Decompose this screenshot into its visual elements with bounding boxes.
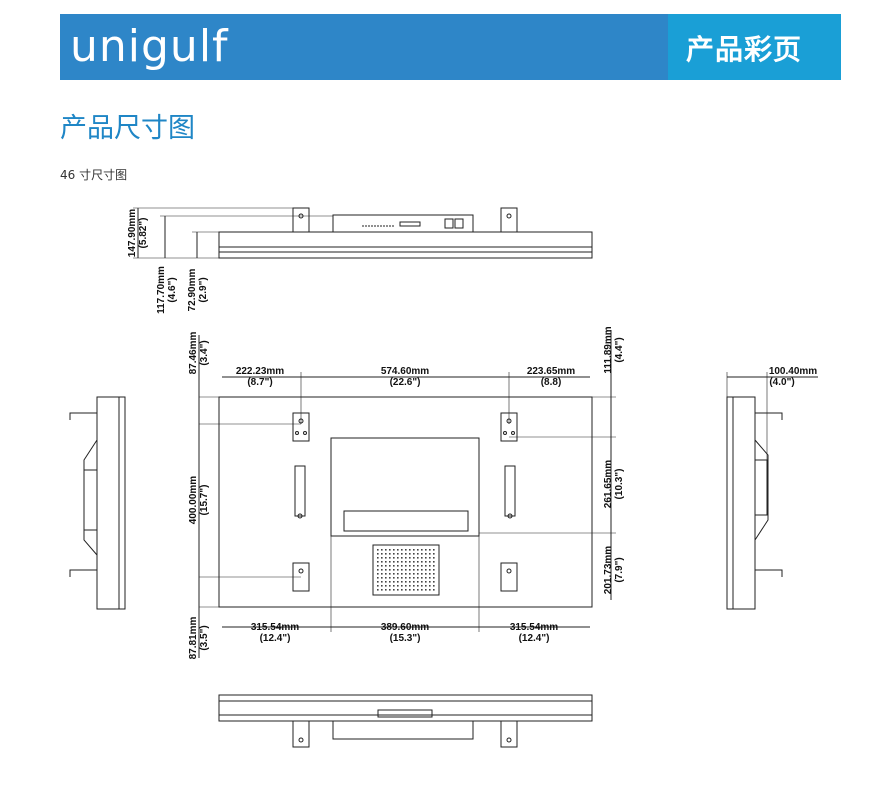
dim-side-depth-in: (4.0") — [769, 377, 794, 388]
bottom-view — [218, 694, 593, 748]
dim-mid-span: 574.60mm — [381, 366, 429, 377]
dim-right-mid-in: (10.3") — [614, 469, 625, 500]
dim-left-span-in: (8.7") — [247, 377, 272, 388]
dim-side-depth: 100.40mm — [769, 366, 817, 377]
header-badge-box — [668, 14, 841, 80]
dim-bot-right: 315.54mm — [510, 622, 558, 633]
dim-vertical-in: (15.7") — [199, 485, 210, 516]
vent-grille — [376, 548, 436, 592]
brochure-badge: 产品彩页 — [686, 33, 803, 66]
dim-mid-span-in: (22.6") — [390, 377, 421, 388]
dim-top-height: 147.90mm — [127, 209, 138, 257]
dim-bot-mid-in: (15.3") — [390, 633, 421, 644]
dim-bot-left-in: (12.4") — [260, 633, 291, 644]
dim-right-span: 223.65mm — [527, 366, 575, 377]
dim-right-top-in: (4.4") — [614, 337, 625, 362]
dim-top-margin-in: (3.4") — [199, 340, 210, 365]
dim-bottom-margin-in: (3.5") — [199, 625, 210, 650]
top-view — [133, 207, 593, 259]
right-side-view — [726, 372, 818, 610]
dim-bottom-margin: 87.81mm — [188, 616, 199, 659]
brand-logo: unigulf — [70, 21, 229, 72]
dim-left-span: 222.23mm — [236, 366, 284, 377]
dim-right-top: 111.89mm — [603, 326, 614, 373]
dim-bot-right-in: (12.4") — [519, 633, 550, 644]
dim-depth-b: 72.90mm — [187, 268, 198, 311]
rear-view — [198, 330, 616, 658]
dim-right-mid: 261.65mm — [603, 460, 614, 508]
dim-top-height-in: (5.82") — [138, 218, 149, 249]
dim-bot-mid: 389.60mm — [381, 622, 429, 633]
dim-depth-a-in: (4.6") — [167, 277, 178, 302]
dim-vertical: 400.00mm — [188, 476, 199, 524]
dim-right-low: 201.73mm — [603, 546, 614, 594]
dim-bot-left: 315.54mm — [251, 622, 299, 633]
dim-right-low-in: (7.9") — [614, 557, 625, 582]
dim-top-margin: 87.46mm — [188, 331, 199, 374]
dim-right-span-in: (8.8) — [541, 377, 562, 388]
drawing-caption: 46 寸尺寸图 — [60, 168, 128, 182]
dim-depth-b-in: (2.9") — [198, 277, 209, 302]
dim-depth-a: 117.70mm — [156, 266, 167, 314]
left-side-view — [69, 396, 126, 610]
page-title: 产品尺寸图 — [60, 113, 195, 144]
